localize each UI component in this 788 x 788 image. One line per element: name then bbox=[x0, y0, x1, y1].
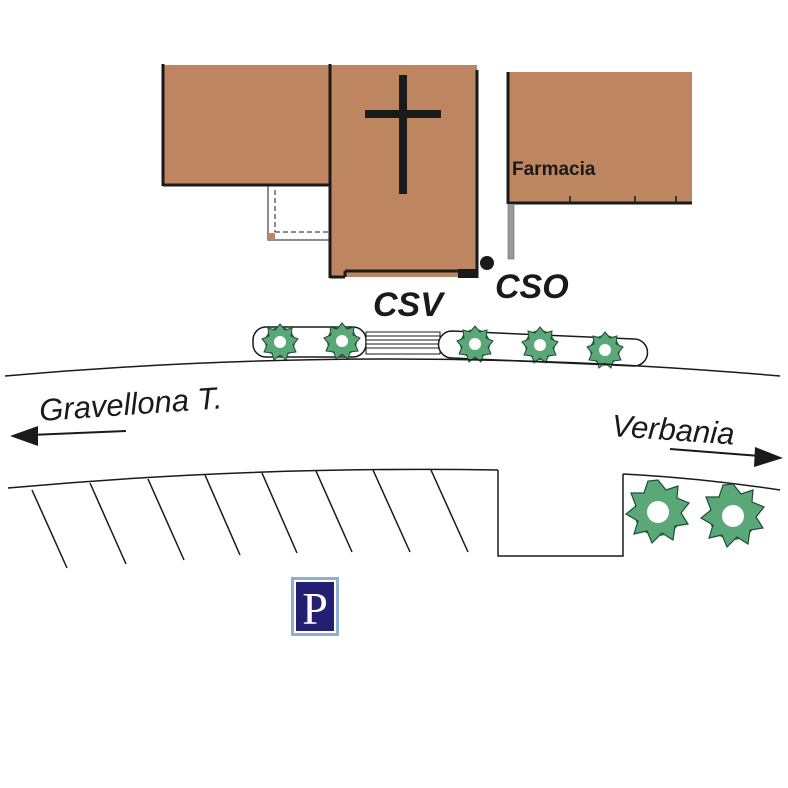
arrow-right-icon bbox=[669, 447, 783, 467]
road-lower-edge-right bbox=[622, 473, 781, 491]
lay-by bbox=[497, 470, 624, 557]
pharmacy-label: Farmacia bbox=[512, 159, 596, 180]
parking-sign-icon: P bbox=[291, 577, 339, 636]
planter-left bbox=[252, 322, 367, 361]
planter-right bbox=[437, 325, 649, 369]
cso-label: CSO bbox=[495, 268, 569, 306]
arrow-left-icon bbox=[10, 426, 127, 446]
parking-stalls bbox=[31, 469, 469, 569]
csv-label: CSV bbox=[373, 286, 446, 324]
crosswalk bbox=[365, 331, 441, 355]
parking-letter: P bbox=[302, 583, 328, 634]
church-left-wing bbox=[161, 64, 330, 187]
annex bbox=[267, 185, 330, 241]
verbania-label: Verbania bbox=[611, 408, 736, 451]
tree-icon bbox=[700, 483, 765, 548]
road-upper-edge bbox=[4, 358, 781, 377]
road-lower-edge bbox=[7, 468, 499, 489]
gravellona-label: Gravellona T. bbox=[38, 380, 223, 428]
cso-marker[interactable] bbox=[480, 256, 494, 270]
pharmacy-building bbox=[506, 72, 692, 260]
tree-icon bbox=[625, 479, 690, 544]
cross-icon bbox=[365, 75, 441, 194]
